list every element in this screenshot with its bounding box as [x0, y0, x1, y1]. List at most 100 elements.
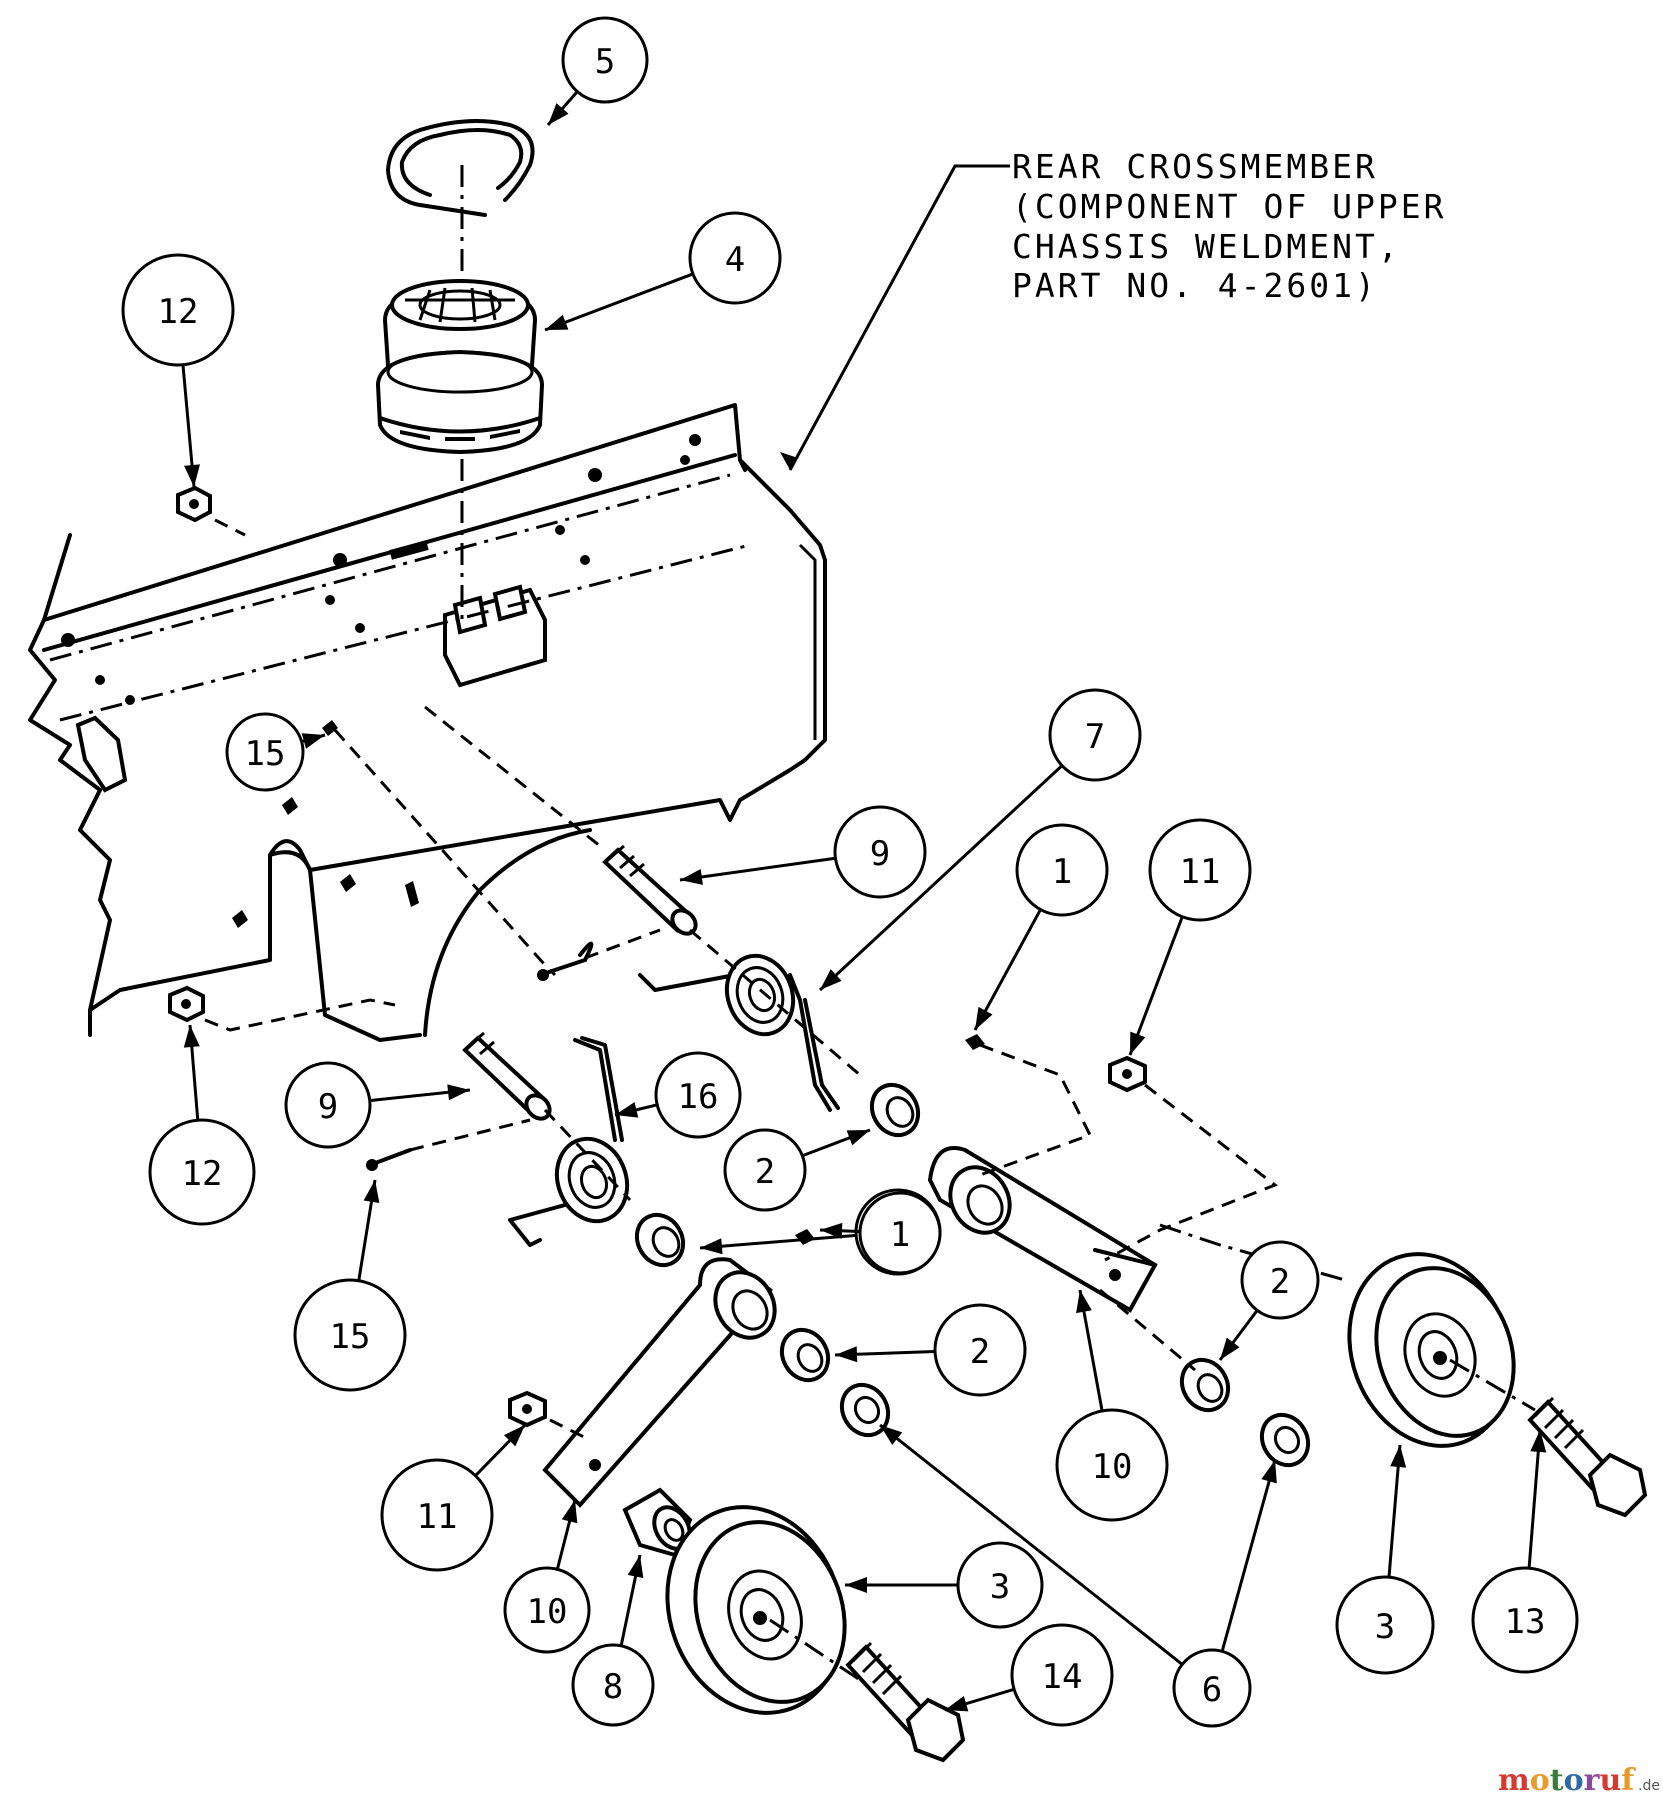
leader-arrowhead [820, 1222, 843, 1239]
leader-arrowhead [615, 1102, 639, 1118]
callout-circle [1335, 1575, 1435, 1675]
callout-number: 3 [1375, 1607, 1395, 1647]
washer-6-a [839, 1382, 891, 1438]
callout-c16: 16 [614, 1051, 742, 1139]
callout-circle [1240, 1240, 1320, 1320]
idler-arm-10-lower [542, 1257, 777, 1508]
callout-c7: 7 [818, 688, 1142, 992]
callout-c3b: 3 [1335, 1444, 1435, 1675]
callout-number: 4 [725, 240, 745, 280]
wm-m: m [1498, 1763, 1530, 1798]
torsion-spring-16 [508, 1036, 630, 1247]
note-line-4: PART NO. 4-2601) [1012, 266, 1378, 305]
callout-number: 12 [158, 292, 199, 332]
leader-arrowhead [363, 1180, 380, 1203]
retaining-ring-part-5 [386, 119, 535, 217]
watermark-brand: motoruf [1498, 1763, 1636, 1798]
panel-break-line [28, 533, 112, 1037]
panel-centerline-lower [59, 543, 751, 722]
callout-c8: 8 [571, 1554, 655, 1727]
pin-9-upper-path [424, 705, 606, 852]
leader-arrowhead [835, 1346, 858, 1363]
note-line-1: REAR CROSSMEMBER [1012, 147, 1378, 186]
callout-circle [933, 1303, 1027, 1397]
note-line-2: (COMPONENT OF UPPER [1012, 187, 1447, 226]
wm-o: o [1530, 1763, 1550, 1798]
washer-6-b [1259, 1412, 1311, 1468]
callout-circle [380, 1458, 494, 1572]
leader-line [973, 908, 1042, 1031]
leader-line [699, 1233, 857, 1250]
spring-16-axis [543, 1108, 632, 1202]
screw-1-upper-path [979, 1043, 1093, 1177]
callout-circle [1148, 818, 1252, 922]
leader-arrowhead [975, 1006, 993, 1030]
idler-pulley-3-upper [1347, 1252, 1516, 1448]
callout-c15a: 15 [225, 712, 326, 792]
idler-pulley-3-lower [665, 1505, 847, 1715]
set-screw-1-upper [965, 1034, 985, 1050]
callout-number: 3 [990, 1567, 1010, 1607]
washer-6-b-path [1099, 1288, 1196, 1372]
callout-c9a: 9 [679, 805, 927, 899]
bushing-2-c [779, 1327, 831, 1383]
hex-bolt-13 [1527, 1396, 1648, 1518]
leader-arrowhead [301, 733, 325, 749]
leader-arrowhead [183, 1025, 200, 1048]
callout-circle [225, 712, 305, 792]
callout-circle [571, 1643, 655, 1727]
leader-line [1387, 1444, 1402, 1578]
hex-bolt-14 [845, 1641, 966, 1763]
leader-line [1220, 1459, 1277, 1652]
callout-number: 2 [755, 1152, 775, 1192]
callout-number: 7 [1085, 717, 1105, 757]
callout-number: 1 [890, 1215, 910, 1255]
leader-line [879, 1423, 1184, 1666]
hex-nut-11-lower [508, 1390, 547, 1428]
hex-nut-11-upper [1108, 1055, 1147, 1093]
callout-c15b: 15 [293, 1179, 407, 1392]
leader-arrowhead [700, 1238, 723, 1255]
callout-number: 15 [245, 734, 286, 774]
callout-c6: 6 [879, 1423, 1277, 1728]
callout-circle [833, 805, 927, 899]
nut-11-lower-path [549, 1418, 591, 1442]
bolt-13-axis [1449, 1358, 1536, 1412]
callout-c14: 14 [944, 1623, 1114, 1727]
note-leader-line [788, 164, 1010, 471]
leader-arrowhead [846, 1130, 870, 1146]
panel-right-side [308, 458, 827, 872]
callout-c2c: 2 [834, 1303, 1027, 1397]
callout-circle [1172, 1648, 1252, 1728]
leader-arrowhead [880, 1425, 903, 1445]
panel-right-inner-edge [798, 543, 817, 740]
callout-c10b: 10 [503, 1499, 591, 1654]
panel-centerline-upper [49, 473, 731, 662]
leader-arrowhead [945, 1696, 969, 1712]
pivot-pin-9-lower [462, 1031, 552, 1121]
callout-number: 9 [318, 1087, 338, 1127]
callout-number: 1 [1052, 852, 1072, 892]
leader-arrowhead [545, 314, 569, 330]
callout-number: 6 [1202, 1670, 1222, 1710]
leader-arrowhead [845, 1577, 867, 1593]
rear-crossmember-panel [28, 403, 827, 1042]
leader-arrowhead [820, 969, 842, 990]
leader-line [818, 764, 1064, 992]
callout-circle [503, 1566, 591, 1654]
callout-c1a: 1 [973, 823, 1109, 1031]
leader-arrowhead [627, 1555, 644, 1579]
callout-number: 8 [603, 1667, 623, 1707]
callout-number: 12 [182, 1154, 223, 1194]
callout-number: 2 [970, 1332, 990, 1372]
nut-12-lower-path [204, 998, 396, 1032]
callout-circle [858, 1191, 942, 1275]
callout-circle [1015, 823, 1109, 917]
note-line-3: CHASSIS WELDMENT, [1012, 227, 1401, 266]
idler-arm-10-upper [927, 1146, 1158, 1313]
callout-circle [1048, 688, 1142, 782]
crossmember-note: REAR CROSSMEMBER (COMPONENT OF UPPER CHA… [1012, 147, 1447, 305]
callout-c10a: 10 [1055, 1289, 1169, 1522]
callout-circle [688, 211, 782, 305]
